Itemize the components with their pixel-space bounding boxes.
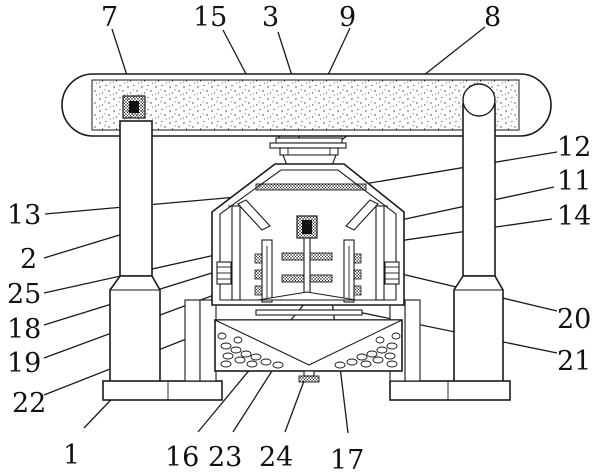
label-8: 8	[484, 2, 501, 33]
label-20: 20	[557, 304, 591, 335]
side-motors	[216, 261, 400, 285]
sieve-plate	[255, 291, 363, 316]
callout-labels: 7 15 3 9 8 12 11 14 13 2 25 18 19 22 20 …	[7, 2, 591, 474]
label-9: 9	[339, 2, 356, 33]
right-support-column	[453, 103, 504, 384]
label-19: 19	[7, 348, 41, 379]
label-1: 1	[63, 440, 80, 471]
label-7: 7	[101, 2, 118, 33]
label-24: 24	[259, 442, 293, 473]
left-support-column	[109, 120, 161, 384]
label-15: 15	[193, 2, 227, 33]
idler-roller	[462, 83, 496, 117]
collection-box	[214, 319, 403, 383]
base-plates	[102, 380, 511, 401]
crushing-teeth	[254, 253, 362, 296]
label-12: 12	[557, 132, 591, 163]
label-13: 13	[7, 200, 41, 231]
label-11: 11	[557, 166, 591, 197]
label-17: 17	[330, 445, 364, 474]
label-18: 18	[7, 314, 41, 345]
conveyor-belt	[61, 73, 552, 137]
label-21: 21	[557, 346, 591, 377]
label-16: 16	[165, 442, 199, 473]
label-2: 2	[20, 244, 37, 275]
label-23: 23	[208, 442, 242, 473]
label-22: 22	[12, 388, 46, 419]
label-3: 3	[262, 2, 279, 33]
label-14: 14	[557, 201, 591, 232]
central-motor-and-shaft	[281, 215, 333, 301]
label-25: 25	[7, 279, 41, 310]
drive-motor	[122, 95, 146, 119]
